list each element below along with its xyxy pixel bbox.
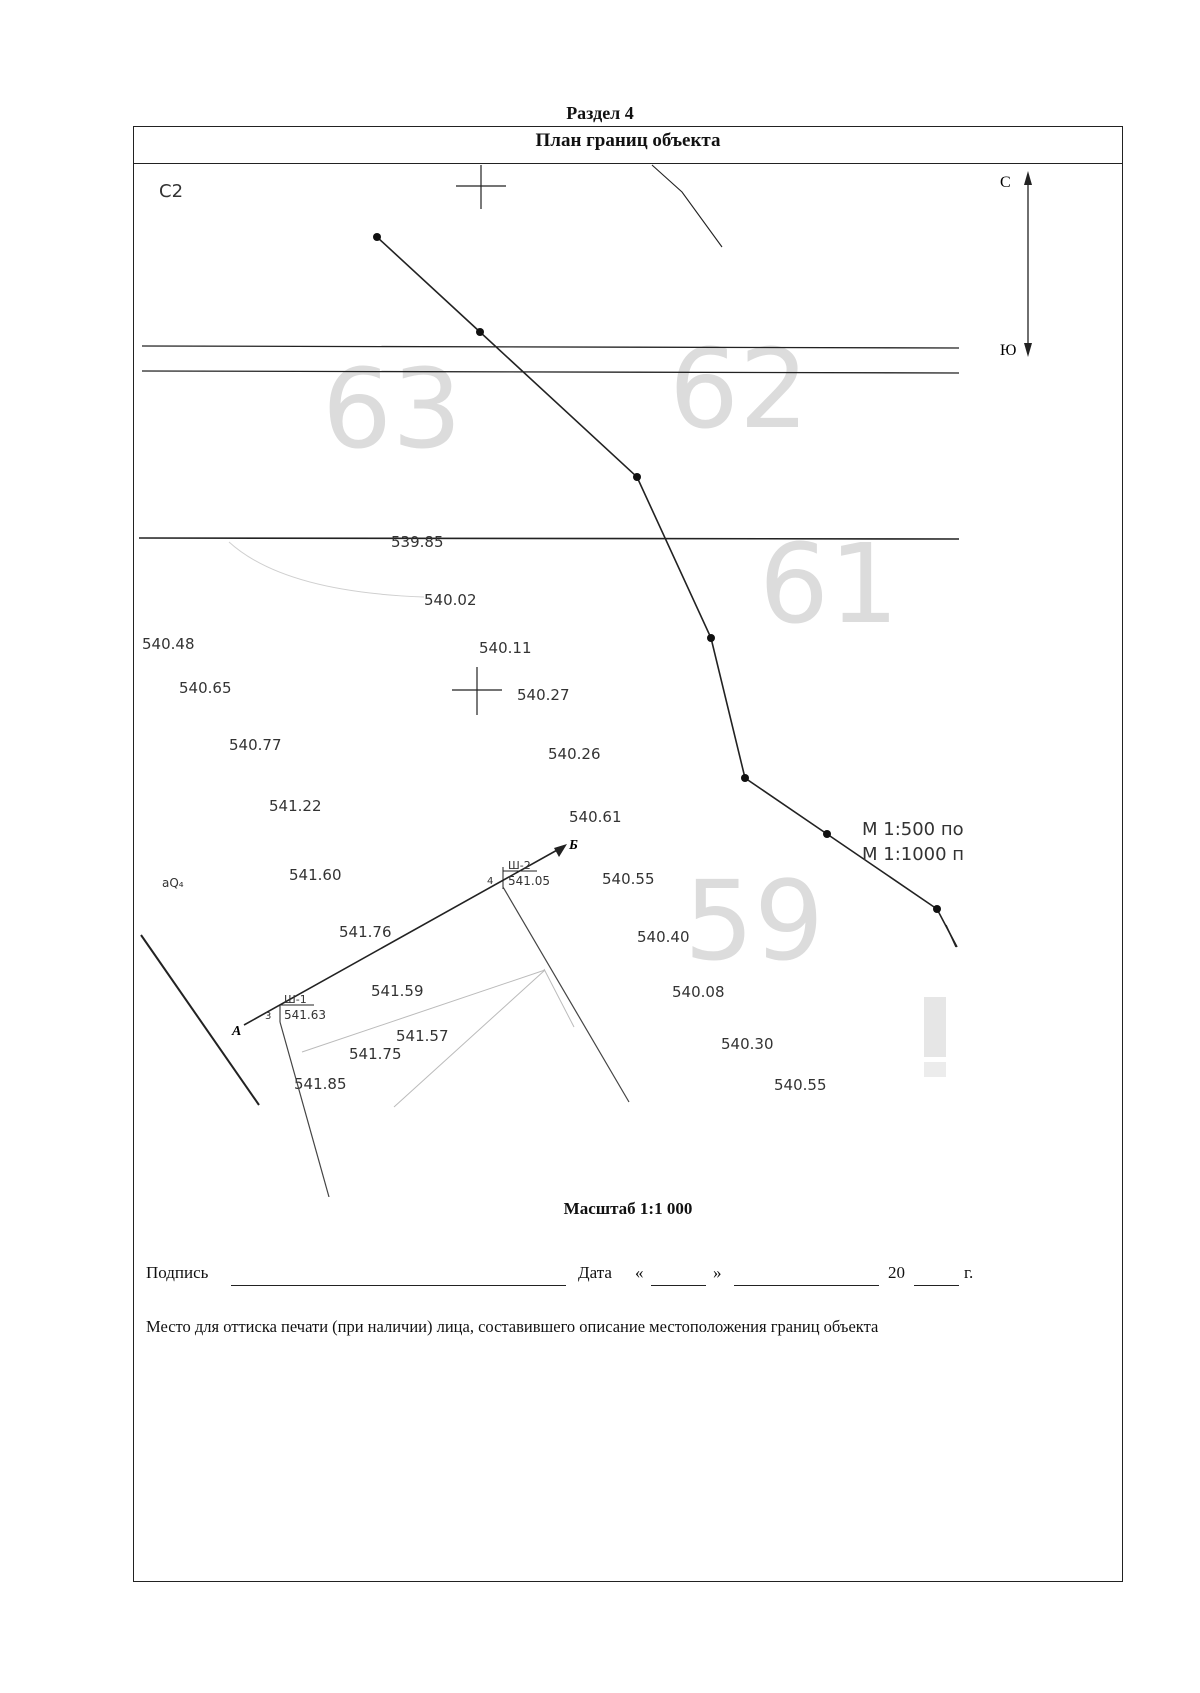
elevation-label: 541.59 bbox=[371, 982, 424, 1000]
elevation-label: 541.75 bbox=[349, 1045, 402, 1063]
sheet-label: C2 bbox=[159, 181, 183, 202]
grid-cross-top bbox=[456, 165, 506, 209]
signature-field[interactable] bbox=[231, 1285, 566, 1286]
signature-row: Подпись Дата « » 20 г. bbox=[146, 1263, 1106, 1287]
date-label: Дата bbox=[578, 1263, 612, 1282]
title-divider bbox=[134, 163, 1122, 164]
north-label: С bbox=[1000, 174, 1011, 191]
well-1-name: Ш-1 bbox=[284, 993, 307, 1006]
parcel-number-59: 59 bbox=[684, 857, 824, 985]
elevation-label: 540.08 bbox=[672, 983, 725, 1001]
well-2-number: 4 bbox=[487, 876, 493, 887]
elevation-label: 540.65 bbox=[179, 679, 232, 697]
faint-profile-lines bbox=[301, 968, 575, 1108]
boundary-vertex bbox=[707, 634, 715, 642]
scale-note-2: М 1:1000 п bbox=[862, 844, 964, 865]
elevation-label: 540.55 bbox=[774, 1076, 827, 1094]
signature-label: Подпись bbox=[146, 1263, 209, 1282]
elevation-label: 540.02 bbox=[424, 591, 477, 609]
boundary-vertex bbox=[823, 830, 831, 838]
date-month-field[interactable] bbox=[734, 1285, 879, 1286]
parcel-number-62: 62 bbox=[669, 325, 809, 453]
elevation-label: 539.85 bbox=[391, 533, 444, 551]
elevation-label: 540.27 bbox=[517, 686, 570, 704]
elevation-labels: 539.85 540.02 540.48 540.11 540.65 540.2… bbox=[142, 533, 827, 1094]
elevation-label: 540.61 bbox=[569, 808, 622, 826]
boundary-vertices bbox=[373, 233, 941, 913]
elevation-label: 541.85 bbox=[294, 1075, 347, 1093]
plan-title: План границ объекта bbox=[535, 130, 721, 151]
well-1-elevation: 541.63 bbox=[284, 1008, 326, 1022]
quote-open: « bbox=[635, 1263, 644, 1282]
elevation-label: 540.30 bbox=[721, 1035, 774, 1053]
quote-close: » bbox=[713, 1263, 722, 1282]
section-line-a-b bbox=[243, 848, 560, 1026]
elevation-label: 540.40 bbox=[637, 928, 690, 946]
well-2: 4 Ш-2 541.05 bbox=[487, 859, 550, 889]
elevation-label: 540.26 bbox=[548, 745, 601, 763]
elevation-label: 541.22 bbox=[269, 797, 322, 815]
plan-frame: План границ объекта 63 62 61 59 C2 bbox=[133, 126, 1123, 1582]
contour-line bbox=[228, 541, 425, 598]
date-day-field[interactable] bbox=[651, 1285, 706, 1286]
point-a-label: А bbox=[231, 1024, 241, 1039]
boundary-vertex bbox=[741, 774, 749, 782]
arrow-down-icon bbox=[1024, 343, 1032, 357]
parcel-number-63: 63 bbox=[322, 345, 462, 473]
boundary-extension bbox=[945, 924, 957, 948]
arrow-up-icon bbox=[1024, 171, 1032, 185]
north-arrow bbox=[1024, 171, 1032, 357]
arrow-b-icon bbox=[554, 844, 567, 857]
elevation-label: 540.77 bbox=[229, 736, 282, 754]
year-prefix: 20 bbox=[888, 1263, 905, 1282]
well-1: 3 Ш-1 541.63 bbox=[265, 993, 326, 1022]
faint-symbol bbox=[924, 997, 946, 1077]
trench-line-1 bbox=[279, 1021, 330, 1197]
soil-label: aQ₄ bbox=[162, 876, 184, 890]
boundary-plan-map: 63 62 61 59 C2 С Ю bbox=[138, 164, 1032, 1197]
elevation-label: 541.60 bbox=[289, 866, 342, 884]
road-line-2 bbox=[141, 370, 960, 374]
road-line-3 bbox=[138, 537, 960, 540]
elevation-label: 541.76 bbox=[339, 923, 392, 941]
scale-note-1: М 1:500 по bbox=[862, 819, 964, 840]
road-edge-line bbox=[651, 164, 723, 248]
well-1-number: 3 bbox=[265, 1011, 271, 1022]
stamp-note: Место для оттиска печати (при наличии) л… bbox=[146, 1317, 879, 1336]
well-2-name: Ш-2 bbox=[508, 859, 531, 872]
elevation-label: 540.55 bbox=[602, 870, 655, 888]
boundary-vertex bbox=[633, 473, 641, 481]
boundary-vertex bbox=[476, 328, 484, 336]
grid-cross-middle bbox=[452, 667, 502, 715]
elevation-label: 540.48 bbox=[142, 635, 195, 653]
elevation-label: 541.57 bbox=[396, 1027, 449, 1045]
object-boundary-line bbox=[376, 236, 958, 948]
well-2-elevation: 541.05 bbox=[508, 874, 550, 888]
point-b-label: Б bbox=[568, 838, 578, 853]
section-title: Раздел 4 bbox=[566, 103, 634, 123]
boundary-vertex bbox=[933, 905, 941, 913]
year-suffix: г. bbox=[964, 1263, 974, 1282]
boundary-vertex bbox=[373, 233, 381, 241]
parcel-number-61: 61 bbox=[759, 520, 899, 648]
south-label: Ю bbox=[1000, 342, 1016, 359]
date-year-field[interactable] bbox=[914, 1285, 959, 1286]
elevation-label: 540.11 bbox=[479, 639, 532, 657]
trench-line-2 bbox=[502, 886, 630, 1103]
scale-caption: Масштаб 1:1 000 bbox=[563, 1199, 693, 1218]
road-line-1 bbox=[141, 345, 960, 349]
ditch-line bbox=[140, 934, 260, 1106]
